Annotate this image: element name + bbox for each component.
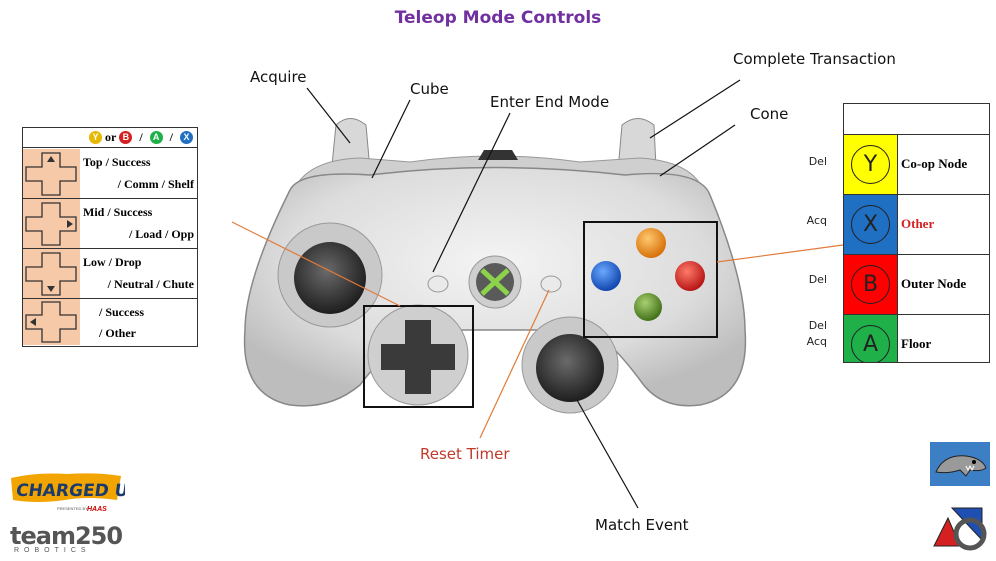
- dpad-row-label: Mid / Success: [83, 205, 153, 219]
- a-button-icon: A: [149, 131, 163, 144]
- page-title: Teleop Mode Controls: [394, 8, 602, 28]
- team250-logo-text: team250: [10, 522, 123, 550]
- button-row-label: Floor: [901, 336, 932, 351]
- dpad-left-icon: [23, 299, 80, 345]
- dpad-down-icon: [23, 249, 80, 298]
- dpad-up-icon: [23, 149, 80, 198]
- a-swatch: A: [844, 315, 898, 362]
- haas-text: HAAS: [87, 506, 107, 513]
- header-sep: /: [139, 130, 143, 144]
- right-trigger: [617, 118, 657, 171]
- x-button-icon: X: [180, 131, 193, 144]
- y-button-icon: Y: [851, 145, 890, 184]
- charged-up-text: CHARGED UP: [15, 481, 125, 501]
- x-swatch: X: [844, 195, 898, 255]
- button-side-label: Acq: [806, 214, 827, 227]
- dpad-row-down: Low / Drop / Neutral / Chute: [23, 249, 197, 299]
- button-row-y: Y Co-op Node: [844, 134, 989, 195]
- button-row-b: B Outer Node: [844, 254, 989, 315]
- callout-acquire: Acquire: [250, 68, 307, 86]
- dpad-row-sublabel: / Other: [99, 326, 136, 340]
- x-button-icon: X: [851, 205, 890, 244]
- dpad-row-sublabel: / Comm / Shelf: [117, 177, 194, 191]
- charged-up-logo: CHARGED UP PRESENTED BY HAAS: [7, 470, 142, 514]
- button-side-label: Del: [808, 273, 827, 286]
- dpad-right-icon: [23, 199, 80, 248]
- button-row-label: Other: [901, 216, 935, 231]
- a-button-icon: A: [851, 325, 890, 362]
- dpad-row-left: / Success / Other: [23, 299, 197, 345]
- dpad-row-label: Low / Drop: [83, 255, 142, 269]
- robotics-text: ROBOTICS: [14, 547, 91, 554]
- dpad-row-label: Top / Success: [83, 155, 151, 169]
- mascot-logo: [930, 442, 990, 486]
- button-row-a: A Floor: [844, 314, 989, 362]
- button-row-x: X Other: [844, 194, 989, 255]
- b-button-icon: B: [119, 131, 133, 144]
- button-side-label: Del: [808, 155, 827, 168]
- header-or: or: [104, 130, 117, 144]
- callout-cone: Cone: [750, 105, 789, 123]
- y-swatch: Y: [844, 135, 898, 195]
- dpad-row-sublabel: / Neutral / Chute: [107, 277, 194, 291]
- button-row-label: Co-op Node: [901, 156, 968, 171]
- dpad-row-label: / Success: [99, 305, 144, 319]
- dpad-row-sublabel: / Load / Opp: [128, 227, 194, 241]
- button-mapping-table: Y Co-op Node X Other B Outer Node A Floo…: [843, 103, 990, 363]
- b-swatch: B: [844, 255, 898, 315]
- dpad-table-header: Y or B / A / X: [23, 128, 197, 148]
- header-sep: /: [169, 130, 173, 144]
- callout-reset-timer: Reset Timer: [420, 445, 510, 463]
- first-logo: [930, 500, 992, 556]
- button-row-label: Outer Node: [901, 276, 967, 291]
- callout-enter-end-mode: Enter End Mode: [490, 93, 610, 111]
- b-button-icon: B: [851, 265, 890, 304]
- callout-complete-transaction: Complete Transaction: [733, 50, 896, 68]
- callout-match-event: Match Event: [595, 516, 689, 534]
- dpad-row-right: Mid / Success / Load / Opp: [23, 199, 197, 249]
- callout-cube: Cube: [410, 80, 449, 98]
- dpad-row-up: Top / Success / Comm / Shelf: [23, 149, 197, 199]
- presented-by-text: PRESENTED BY: [57, 506, 88, 511]
- y-button-icon: Y: [88, 131, 102, 144]
- dpad-mapping-table: Y or B / A / X Top / Success / Comm / Sh…: [22, 127, 198, 347]
- button-side-label: Del Acq: [806, 319, 827, 348]
